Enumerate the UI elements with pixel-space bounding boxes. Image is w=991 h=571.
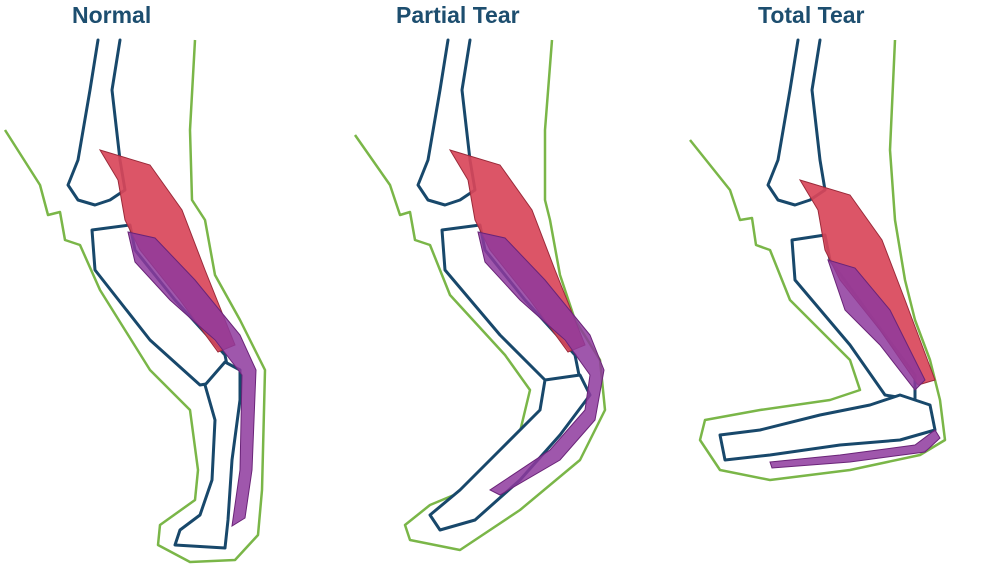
torn-tendon-remnant	[769, 429, 941, 469]
foot-bones	[173, 360, 242, 550]
leg-partial-tear	[353, 38, 607, 552]
foot-bones	[718, 393, 937, 462]
title-normal: Normal	[72, 2, 152, 28]
femur-bone	[66, 38, 127, 207]
skin-outline	[353, 39, 607, 552]
leg-total-tear	[689, 38, 947, 482]
achilles-tendon	[127, 231, 257, 527]
title-partial-tear: Partial Tear	[396, 2, 520, 28]
achilles-tendon	[477, 231, 605, 496]
skin-outline	[689, 39, 947, 482]
title-total-tear: Total Tear	[758, 2, 865, 28]
achilles-tendon	[827, 259, 926, 391]
leg-normal	[3, 38, 267, 564]
femur-bone	[766, 38, 827, 207]
skin-outline	[3, 39, 267, 564]
femur-bone	[416, 38, 477, 207]
